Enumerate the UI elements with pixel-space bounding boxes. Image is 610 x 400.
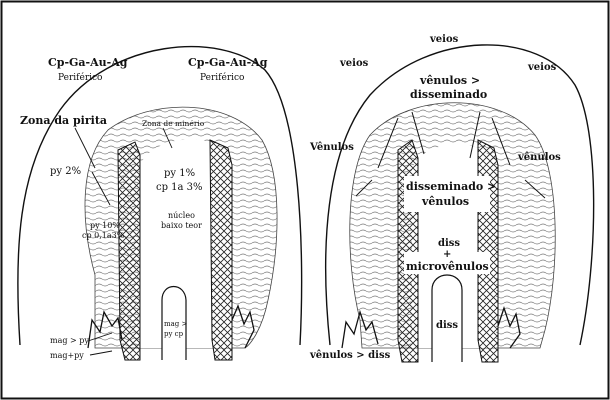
- diss-label: diss: [438, 238, 460, 249]
- vein-line: [355, 179, 373, 197]
- py-cp-small-label: py cp: [164, 330, 184, 338]
- left-outer-envelope: [17, 46, 303, 346]
- left-vein-column-a: [117, 141, 141, 361]
- pyrite-zone-label: Zona da pirita: [20, 114, 107, 127]
- left-title-periferico-1: Periférico: [58, 72, 102, 83]
- right-vein-column-b: [477, 139, 499, 363]
- leader-line: [162, 127, 173, 149]
- py1-label: py 1%: [164, 168, 195, 179]
- baixo-teor-label: baixo teor: [161, 221, 202, 230]
- left-title-cp-ga-2: Cp-Ga-Au-Ag: [188, 56, 268, 69]
- left-vein-column-b: [209, 139, 233, 361]
- right-panel: veios veios veios vênulos > disseminado …: [309, 34, 595, 363]
- mag-gt-py-label: mag > py: [50, 336, 89, 345]
- veios-right-label: veios: [527, 62, 557, 73]
- left-jagged-outcrop-a: [87, 310, 123, 349]
- right-core-dome: [431, 274, 463, 362]
- vein-line: [377, 117, 399, 169]
- disseminado-label: disseminado: [410, 88, 487, 101]
- mag-plus-py-label: mag+py: [50, 351, 84, 360]
- venulos-diss-label: vênulos > diss: [309, 350, 391, 361]
- mag-py-small-label: mag >: [164, 320, 188, 328]
- leader-line: [74, 127, 96, 169]
- veios-left-label: veios: [339, 58, 369, 69]
- leader-line: [91, 171, 111, 206]
- left-core-dome: [161, 285, 187, 360]
- right-jagged-outcrop-a: [341, 309, 379, 349]
- vein-line: [469, 111, 481, 159]
- leader-line: [89, 350, 113, 356]
- microvenulos-label: microvênulos: [406, 260, 489, 273]
- cp13-label: cp 1a 3%: [156, 182, 203, 193]
- vein-line: [524, 179, 546, 199]
- nucleo-label: núcleo: [168, 211, 195, 220]
- right-box-bg: [404, 176, 490, 212]
- venulos-right-label: vênulos: [517, 152, 561, 163]
- right-vein-column-a: [397, 139, 419, 363]
- left-jagged-outcrop-b: [231, 304, 255, 349]
- right-box-bg-2: [404, 252, 490, 274]
- plus-label: +: [443, 249, 451, 260]
- veios-top-label: veios: [429, 34, 459, 45]
- diss-core-label: diss: [436, 320, 458, 331]
- py2-label: py 2%: [50, 166, 81, 177]
- venulos-gt-label: vênulos >: [419, 74, 480, 87]
- cp01-label: cp 0,1a3%: [82, 231, 125, 240]
- right-jagged-outcrop-b: [497, 305, 521, 349]
- vein-line: [491, 117, 511, 166]
- venulos-box-label: vênulos: [421, 195, 469, 208]
- right-outer-envelope: [325, 44, 595, 346]
- leader-line: [87, 332, 113, 342]
- left-title-cp-ga-1: Cp-Ga-Au-Ag: [48, 56, 128, 69]
- dissem-gt-label: disseminado >: [406, 180, 496, 193]
- vein-line: [411, 111, 425, 155]
- ore-zone-label: Zona de minério: [142, 119, 205, 128]
- left-panel: Cp-Ga-Au-Ag Periférico Cp-Ga-Au-Ag Perif…: [17, 46, 303, 361]
- left-title-periferico-2: Periférico: [200, 72, 244, 83]
- venulos-left-label: Vênulos: [309, 142, 354, 153]
- py10-label: py 10%: [90, 221, 120, 230]
